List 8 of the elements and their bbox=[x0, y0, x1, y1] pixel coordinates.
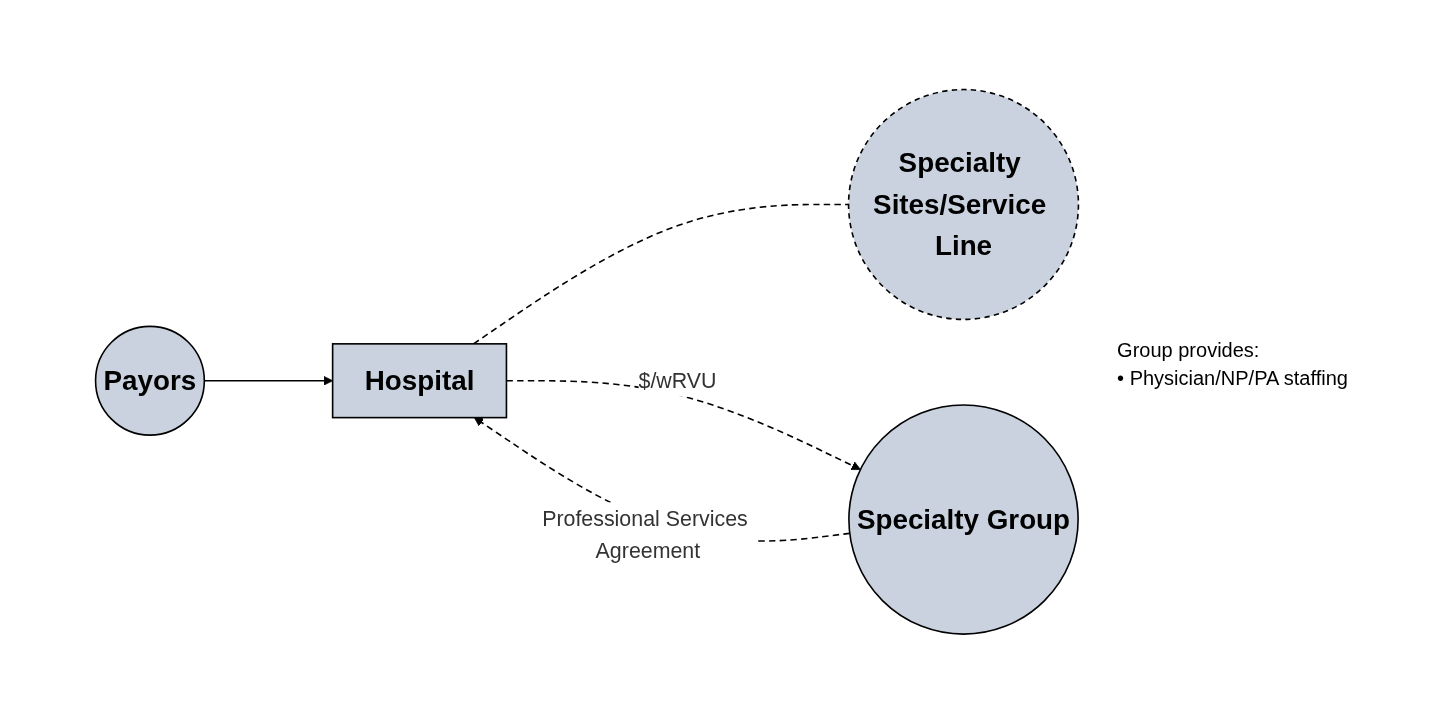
node-box: Hospital bbox=[331, 343, 508, 419]
node-circle: Specialty Group bbox=[848, 404, 1079, 636]
node-circle: Specialty Sites/Service Line bbox=[847, 88, 1080, 321]
node-circle: Payors bbox=[94, 325, 206, 437]
edge-label: $/wRVU bbox=[638, 369, 717, 393]
edge-label: Professional Services Agreement bbox=[542, 506, 748, 563]
node-note: • Physician/NP/PA staffing bbox=[1117, 366, 1348, 391]
node-note: Group provides: bbox=[1117, 338, 1261, 363]
